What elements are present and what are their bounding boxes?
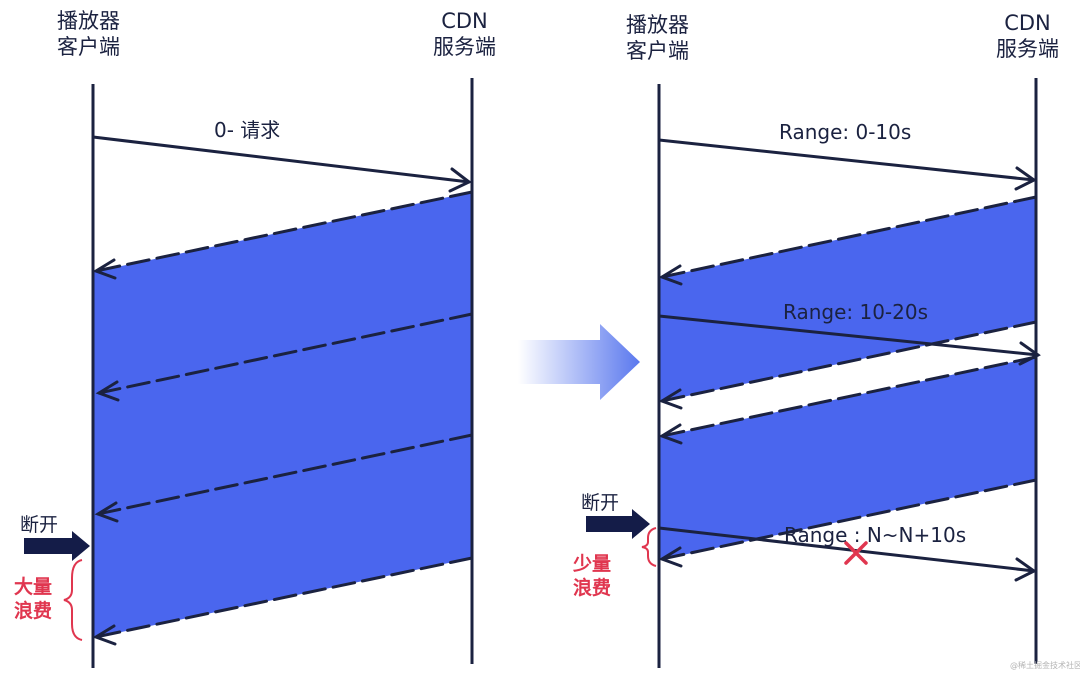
left-response-arrow-2 xyxy=(95,312,474,402)
left-disconnect-arrow xyxy=(24,531,90,561)
right-waste-label: 少量 浪费 xyxy=(573,553,612,599)
right-response-arrow-3 xyxy=(658,355,1038,445)
left-data-band xyxy=(93,192,472,638)
left-request-label: 0- 请求 xyxy=(214,118,281,142)
left-response-arrow-3 xyxy=(94,433,474,523)
right-request-arrow-3 xyxy=(657,526,1037,582)
right-disconnect-label: 断开 xyxy=(581,492,620,514)
right-data-band-1 xyxy=(659,197,1036,402)
left-client-label: 播放器 客户端 xyxy=(57,9,120,59)
right-disconnect-arrow xyxy=(586,509,650,539)
watermark: @稀土掘金技术社区 xyxy=(1010,661,1080,670)
right-request-arrow-2 xyxy=(657,314,1041,366)
right-client-label: 播放器 客户端 xyxy=(626,13,689,63)
left-waste-brace xyxy=(63,559,83,641)
right-request-arrow-1 xyxy=(657,138,1037,191)
left-disconnect-label: 断开 xyxy=(20,514,59,536)
right-response-arrow-4 xyxy=(658,478,1038,568)
left-request-arrow xyxy=(91,135,472,193)
right-data-band-2 xyxy=(659,357,1036,560)
right-request-label-1: Range: 0-10s xyxy=(779,120,912,144)
right-response-arrow-1 xyxy=(658,195,1038,286)
right-request-label-3: Range : N~N+10s xyxy=(784,523,967,547)
right-waste-brace xyxy=(641,527,657,567)
right-response-arrow-2 xyxy=(658,320,1038,410)
transition-arrow xyxy=(518,324,640,400)
left-waste-label: 大量 浪费 xyxy=(14,576,53,622)
right-server-label: CDN 服务端 xyxy=(996,11,1059,61)
right-request-label-2: Range: 10-20s xyxy=(783,300,929,324)
left-server-label: CDN 服务端 xyxy=(433,9,496,59)
failed-request-cross-icon xyxy=(844,541,868,565)
left-response-arrow-1 xyxy=(92,190,474,280)
left-response-arrow-4 xyxy=(92,556,474,646)
